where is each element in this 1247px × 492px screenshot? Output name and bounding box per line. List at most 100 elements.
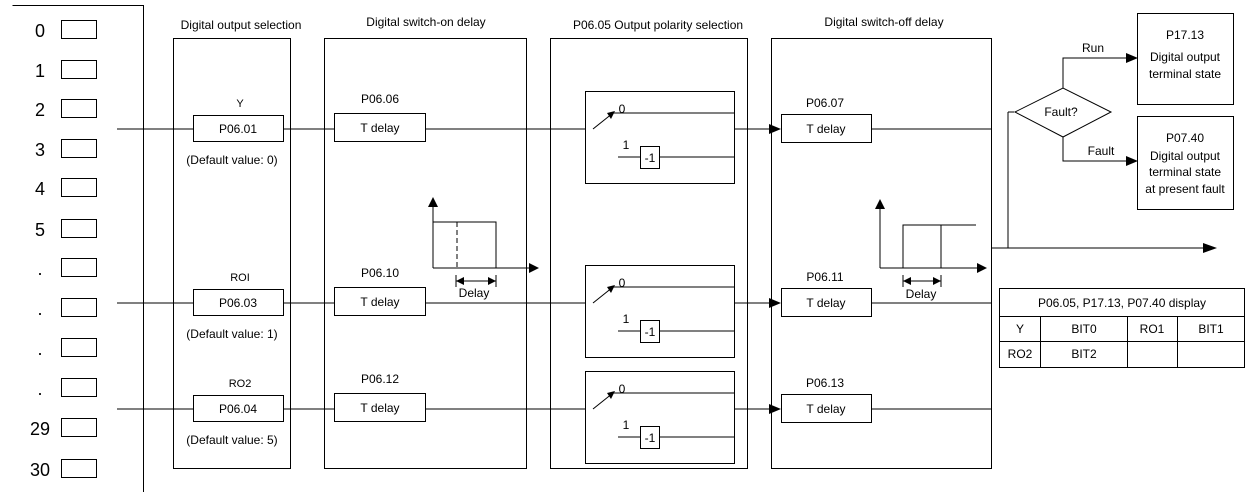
terminal-label: . xyxy=(37,339,42,359)
channel-name: ROI xyxy=(230,272,250,284)
p0740-box: P07.40 Digital output terminal state at … xyxy=(1137,116,1234,210)
off-delay-box xyxy=(781,394,872,423)
polarity-neg: -1 xyxy=(645,151,656,165)
on-delay-box xyxy=(334,113,426,142)
display-table-cell: RO2 xyxy=(1008,347,1033,361)
off-delay-label: Delay xyxy=(906,287,937,301)
p1713-line-1: Digital output xyxy=(1150,50,1221,64)
terminal-label: 1 xyxy=(35,61,45,81)
terminal-box xyxy=(61,298,97,317)
terminal-label: 4 xyxy=(35,179,45,199)
display-table-cell: RO1 xyxy=(1140,322,1165,336)
polarity-switch-box xyxy=(585,265,735,358)
on-delay-box xyxy=(334,287,426,316)
polarity-switch-box xyxy=(585,91,735,184)
default-value-label: (Default value: 0) xyxy=(186,153,277,167)
off-delay-box xyxy=(781,114,872,143)
terminal-box xyxy=(61,378,97,397)
fault-label: Fault xyxy=(1088,144,1115,158)
terminal-panel-frame xyxy=(12,5,144,492)
run-label: Run xyxy=(1082,41,1104,55)
off-delay-param: P06.11 xyxy=(806,270,843,284)
polarity-column-title: P06.05 Output polarity selection xyxy=(573,18,743,32)
polarity-one: 1 xyxy=(623,138,630,152)
off-delay-box-label: T delay xyxy=(806,296,845,310)
terminal-list: 0 1 2 3 4 5.... 29 30 xyxy=(30,20,97,480)
default-value-label: (Default value: 5) xyxy=(186,433,277,447)
selection-param-label: P06.04 xyxy=(219,402,257,416)
fault-decision-label: Fault? xyxy=(1044,105,1078,119)
on-delay-box xyxy=(334,393,426,422)
off-delay-box-label: T delay xyxy=(806,122,845,136)
display-table-cell: BIT0 xyxy=(1071,322,1097,336)
terminal-box xyxy=(61,338,97,357)
p1713-line-2: terminal state xyxy=(1149,67,1221,81)
on-delay-box-label: T delay xyxy=(360,121,399,135)
off-delay-box xyxy=(781,288,872,317)
selection-param-box xyxy=(193,395,284,422)
on-delay-param: P06.06 xyxy=(361,92,399,106)
terminal-label: 30 xyxy=(30,460,50,480)
terminal-box xyxy=(61,20,97,39)
fault-decision: Fault? Run Fault xyxy=(1013,41,1138,166)
polarity-one: 1 xyxy=(623,418,630,432)
terminal-box xyxy=(61,60,97,79)
default-value-label: (Default value: 1) xyxy=(186,327,277,341)
on-delay-timing-graph: Delay xyxy=(428,197,539,300)
off-delay-timing-graph: Delay xyxy=(875,199,987,301)
terminal-box xyxy=(61,219,97,238)
polarity-zero: 0 xyxy=(619,276,626,290)
selection-param-box xyxy=(193,289,284,316)
p0740-line-2: terminal state xyxy=(1149,165,1221,179)
selection-param-label: P06.01 xyxy=(219,122,257,136)
channel-name: Y xyxy=(236,98,244,110)
terminal-box xyxy=(61,139,97,158)
p0740-line-3: at present fault xyxy=(1145,182,1225,196)
terminal-label: 2 xyxy=(35,100,45,120)
output-bus xyxy=(992,111,1217,253)
polarity-invert-box xyxy=(640,426,660,449)
off-delay-param: P06.07 xyxy=(806,96,844,110)
polarity-zero: 0 xyxy=(619,102,626,116)
selection-column-title: Digital output selection xyxy=(181,18,302,32)
on-delay-param: P06.12 xyxy=(361,372,399,386)
channel-rows: Y P06.01 (Default value: 0) P06.06 T delay 0 1… xyxy=(117,91,992,464)
on-delay-box-label: T delay xyxy=(360,295,399,309)
on-delay-param: P06.10 xyxy=(361,266,399,280)
p0740-line-1: Digital output xyxy=(1150,149,1221,163)
selection-param-label: P06.03 xyxy=(219,296,257,310)
terminal-box xyxy=(61,459,97,478)
on-delay-column-title: Digital switch-on delay xyxy=(366,15,485,29)
terminal-label: 0 xyxy=(35,21,45,41)
selection-param-box xyxy=(193,115,284,142)
terminal-label: 29 xyxy=(30,419,50,439)
p1713-box: P17.13 Digital output terminal state xyxy=(1137,13,1234,105)
off-delay-box-label: T delay xyxy=(806,402,845,416)
polarity-neg: -1 xyxy=(645,431,656,445)
terminal-label: 5 xyxy=(35,220,45,240)
terminal-label: . xyxy=(37,379,42,399)
terminal-box xyxy=(61,418,97,437)
polarity-neg: -1 xyxy=(645,325,656,339)
display-table-cell: BIT2 xyxy=(1071,347,1097,361)
off-delay-column-title: Digital switch-off delay xyxy=(824,15,943,29)
on-delay-label: Delay xyxy=(459,286,490,300)
on-delay-box-label: T delay xyxy=(360,401,399,415)
terminal-box xyxy=(61,178,97,197)
terminal-label: . xyxy=(37,299,42,319)
terminal-box xyxy=(61,258,97,277)
p1713-code: P17.13 xyxy=(1166,28,1204,42)
polarity-invert-box xyxy=(640,146,660,169)
terminal-label: 3 xyxy=(35,140,45,160)
channel-name: RO2 xyxy=(229,378,252,390)
polarity-one: 1 xyxy=(623,312,630,326)
display-table-title: P06.05, P17.13, P07.40 display xyxy=(1038,296,1206,310)
display-table-cell: Y xyxy=(1016,322,1024,336)
polarity-switch-box xyxy=(585,371,735,464)
p0740-code: P07.40 xyxy=(1166,131,1204,145)
terminal-label: . xyxy=(37,259,42,279)
terminal-box xyxy=(61,99,97,118)
polarity-invert-box xyxy=(640,320,660,343)
